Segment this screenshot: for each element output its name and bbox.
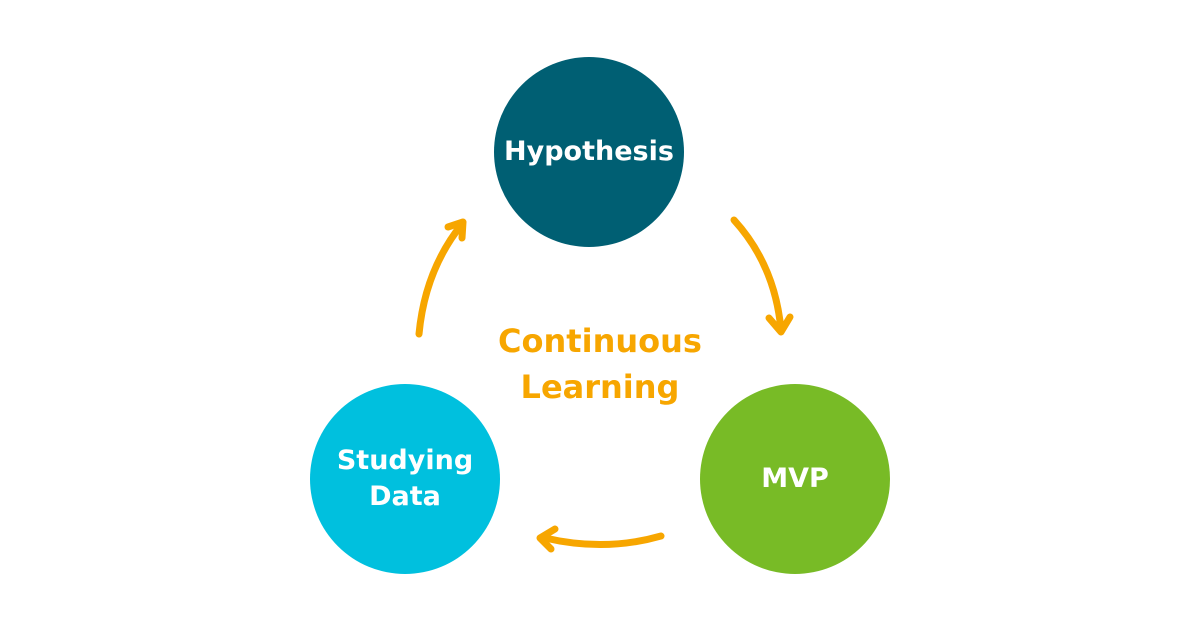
node-studying-data: Studying Data [310,384,500,574]
node-mvp-label: MVP [761,463,829,494]
arrow-hypothesis-to-mvp [730,216,785,334]
arrow-mvp-to-data [541,532,665,549]
node-mvp: MVP [700,384,890,574]
node-hypothesis: Hypothesis [494,57,684,247]
center-label: Continuous Learning [498,322,702,406]
arrowhead-data [536,525,559,553]
node-studying-data-label: Studying Data [336,445,474,512]
node-hypothesis-label: Hypothesis [504,136,674,167]
arrow-data-to-hypothesis [415,220,466,338]
arrowhead-mvp [765,313,794,336]
arrowhead-hypothesis [444,218,467,242]
